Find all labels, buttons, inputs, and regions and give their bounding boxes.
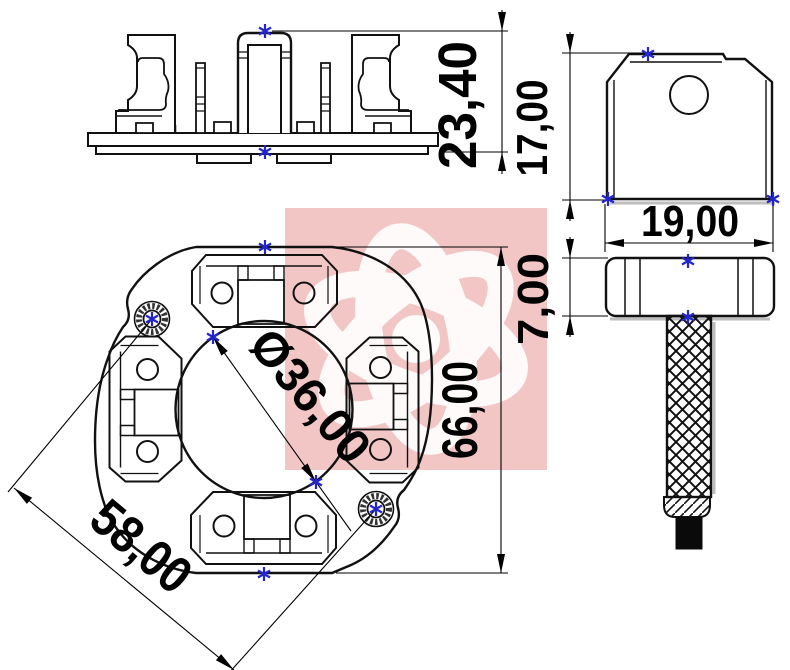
dimension-label-tab-height: 17,00 [508, 80, 557, 177]
side-profile-view [87, 31, 439, 164]
dimension-label-side-height: 23,40 [428, 41, 488, 169]
left-bracket [115, 34, 176, 134]
plate-feet [196, 153, 332, 164]
dimension-19-00: 19,00 [604, 197, 774, 252]
watermark-logo [285, 208, 547, 470]
part-head [604, 256, 776, 318]
brush-collar [663, 496, 711, 518]
tab-hole [669, 75, 709, 115]
watermark-swirl-icon [304, 223, 528, 455]
dimension-7-00: 7,00 [509, 237, 608, 345]
carbon-tip [675, 516, 703, 550]
brush-part-view [604, 256, 776, 550]
dimension-label-head-height: 7,00 [509, 253, 558, 345]
dimension-label-hole-spacing: 58,00 [79, 488, 203, 605]
right-bracket [351, 34, 412, 134]
center-bore [174, 319, 354, 500]
brush-box-left [108, 335, 183, 483]
base-plate [87, 132, 439, 147]
brush-box-bottom [190, 491, 337, 565]
dimension-label-tab-width: 19,00 [641, 197, 739, 246]
mount-hole-upper-left [133, 300, 171, 338]
mount-hole-lower-right [357, 490, 395, 528]
tab-outline [605, 52, 774, 201]
dimension-23-40: 23,40 [272, 10, 508, 174]
dimension-label-plate-diameter: 66,00 [432, 361, 488, 459]
center-brush-channel [195, 31, 331, 134]
dimension-66-00: 66,00 [336, 246, 508, 574]
watermark-core [392, 315, 440, 363]
dim-arrows [605, 239, 773, 247]
terminal-tab-view [605, 52, 775, 205]
tab-inner-lines [613, 61, 767, 199]
braided-lead [665, 314, 713, 499]
dim-arrows [213, 337, 316, 482]
dimension-17-00: 17,00 [508, 32, 648, 221]
head-lines [624, 259, 754, 315]
